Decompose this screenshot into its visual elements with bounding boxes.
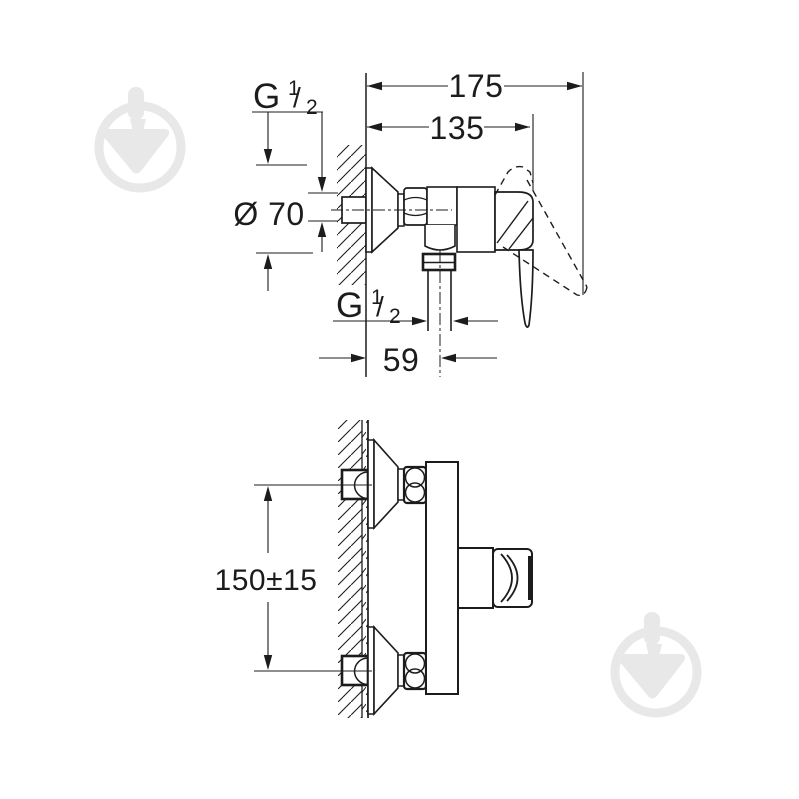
- dim-outlet-thread: [333, 316, 498, 326]
- lever-handle-raised-outline: [494, 165, 588, 297]
- outlet-thread-slash: /: [376, 291, 384, 322]
- trowel-in-circle-icon: [615, 612, 697, 713]
- dim-outlet-offset-59: [319, 353, 497, 363]
- lever-handle: [494, 191, 534, 328]
- lower-inlet-union: [340, 624, 428, 717]
- dim-inlet-spacing: [263, 486, 273, 670]
- dimension-labels: G 1 / 2 175 135 Ø 70 G 1 / 2 59 150±15: [215, 68, 504, 597]
- dim-150-label: 150±15: [215, 564, 318, 597]
- plan-view-group: [254, 420, 533, 718]
- cartridge-housing: [457, 547, 494, 609]
- lever-knob: [492, 548, 533, 608]
- dim-59-label: 59: [383, 342, 420, 378]
- dim-175-label: 175: [449, 68, 504, 104]
- outlet-thread-label: G: [336, 286, 364, 325]
- outlet-boss: [424, 225, 456, 251]
- mixer-body: [425, 461, 459, 695]
- outlet-thread-den: 2: [389, 305, 401, 328]
- inlet-thread-slash: /: [293, 82, 301, 113]
- tile-hatch: [362, 420, 368, 718]
- dim-escutcheon-diameter: [256, 112, 313, 291]
- dim-inlet-thread: [252, 111, 338, 252]
- hex-nut: [403, 187, 428, 226]
- dim-depth-135: [367, 114, 534, 191]
- trowel-in-circle-icon: [99, 87, 181, 188]
- dim-depth-175: [367, 72, 584, 295]
- dim-diameter-70-label: Ø 70: [233, 196, 304, 232]
- inlet-thread-den: 2: [306, 96, 318, 119]
- dim-135-label: 135: [430, 110, 485, 146]
- inlet-thread-num: 1: [288, 77, 300, 100]
- upper-inlet-union: [340, 437, 428, 531]
- mixer-body: [424, 186, 496, 253]
- outlet-thread-num: 1: [371, 286, 383, 309]
- side-view-group: [252, 72, 588, 377]
- inlet-thread-label: G: [253, 77, 281, 116]
- shower-outlet: [421, 252, 457, 331]
